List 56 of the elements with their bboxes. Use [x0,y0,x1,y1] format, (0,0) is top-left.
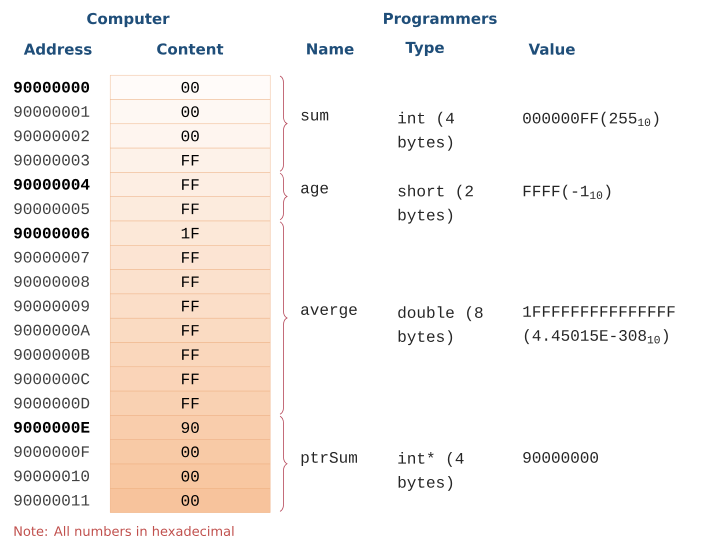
column-header: Value [528,43,575,55]
memory-cell: FF [110,245,270,270]
memory-cell: FF [110,294,270,318]
memory-cell: 00 [110,488,270,513]
memory-cell: FF [110,148,270,173]
type-text: int (4 bytes) [398,112,454,151]
address: 9000000B [14,348,90,360]
column-header: Address [24,43,92,55]
type-text: short (2 bytes) [398,184,473,224]
address: 90000004 [14,178,90,190]
column-header: Type [406,42,444,56]
address: 90000007 [14,252,89,263]
address: 90000002 [14,130,89,142]
address: 90000011 [14,494,90,506]
address: 9000000D [14,398,90,409]
value-text: 000000FF(255$_{10}$) [523,112,658,127]
memory-cell: FF [110,366,270,392]
value-text: FFFF(-1$_{10}$) [524,184,610,200]
address: 9000000A [14,324,90,336]
memory-cell: 00 [110,99,270,124]
value-text: 90000000 [523,452,598,463]
memory-cell: FF [110,318,270,343]
memory-cell: FF [110,196,270,222]
memory-cell: FF [110,269,270,294]
variable-name: sum [302,112,328,121]
variable-name: averge [301,306,357,318]
memory-cell: FF [110,342,270,367]
address: 90000000 [14,82,90,93]
address: 90000001 [14,106,90,117]
variable-name: age [301,184,328,197]
address: 9000000F [14,446,89,458]
memory-cell: 00 [110,75,270,100]
address: 90000005 [14,203,89,214]
address: 9000000E [14,422,90,433]
memory-cell: 00 [110,464,270,488]
column-header: Computer [87,12,170,28]
value-text: 1FFFFFFFFFFFFFFF (4.45015E-308$_{10}$) [523,306,675,344]
column-header: Content [157,43,224,55]
note: Note: All numbers in hexadecimal [14,526,234,536]
address: 90000008 [14,276,89,287]
type-text: int* (4 bytes) [398,452,464,491]
memory-cell: 90 [110,415,270,440]
type-text: double (8 bytes) [398,306,483,346]
address: 90000006 [14,228,90,238]
variable-name: ptrSum [302,452,357,466]
address: 9000000C [14,373,90,384]
address: 90000009 [14,300,89,312]
memory-cell: 00 [110,440,270,464]
column-header: Name [307,43,354,55]
memory-cell: FF [110,390,270,416]
column-header: Programmers [384,12,497,28]
memory-cell: 00 [110,124,270,148]
address: 90000010 [14,470,89,482]
memory-cell: FF [110,172,270,197]
memory-cell: 1F [110,220,270,246]
address: 90000003 [14,154,89,166]
